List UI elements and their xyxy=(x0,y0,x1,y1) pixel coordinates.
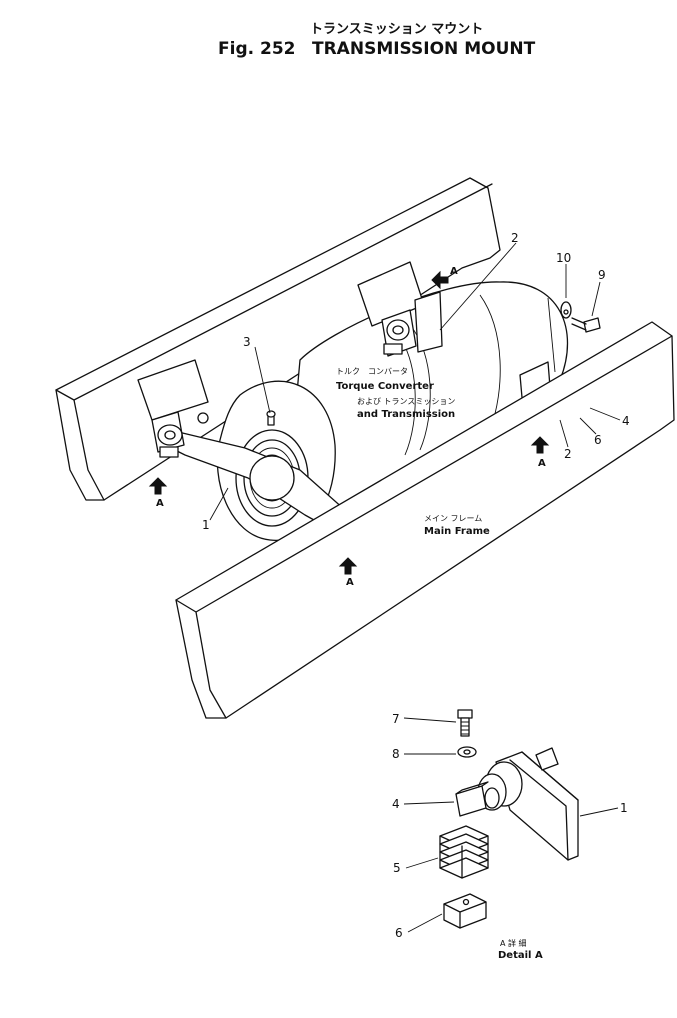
transmission-label: and Transmission xyxy=(357,409,455,420)
leader-1b xyxy=(579,807,619,817)
leader-9 xyxy=(591,281,601,317)
callout-9: 9 xyxy=(598,268,606,282)
mount-rear-center xyxy=(357,261,443,357)
callout-6-detail: 6 xyxy=(395,926,403,940)
washer-part-10 xyxy=(560,301,572,319)
callout-8: 8 xyxy=(392,747,400,761)
callout-6-main: 6 xyxy=(594,433,602,447)
transmission-label-jp: および トランスミッション xyxy=(357,397,455,406)
detail-shims-part-5 xyxy=(439,825,489,879)
main-frame-label: Main Frame xyxy=(424,526,490,537)
detail-a-caption-jp: A 詳 細 xyxy=(500,938,527,948)
leader-6a xyxy=(579,417,597,435)
callout-1-main: 1 xyxy=(202,518,210,532)
leader-5 xyxy=(405,857,439,869)
torque-converter-label-jp: トルク コンバータ xyxy=(336,367,408,376)
callout-7: 7 xyxy=(392,712,400,726)
leader-1a xyxy=(209,487,229,521)
title-japanese: トランスミッション マウント xyxy=(310,22,483,37)
detail-block-part-6 xyxy=(443,893,487,929)
callout-3: 3 xyxy=(243,335,251,349)
callout-4-main: 4 xyxy=(622,414,630,428)
leader-right-bracket xyxy=(547,297,556,373)
view-label-rear: A xyxy=(450,266,458,277)
view-label-left: A xyxy=(156,498,164,509)
leader-7 xyxy=(403,717,457,723)
mount-rear-left xyxy=(137,359,209,458)
leader-3 xyxy=(254,346,271,414)
leader-4a xyxy=(589,407,621,421)
view-label-front: A xyxy=(346,577,354,588)
view-arrow-left xyxy=(148,477,168,495)
view-arrow-front xyxy=(338,557,358,575)
leader-2a xyxy=(439,242,517,331)
view-label-right: A xyxy=(538,458,546,469)
view-arrow-right xyxy=(530,436,550,454)
callout-2-right: 2 xyxy=(564,447,572,461)
callout-4-detail: 4 xyxy=(392,797,400,811)
grease-fitting xyxy=(266,410,276,426)
detail-a-caption: Detail A xyxy=(498,950,543,961)
detail-bolt-part-7 xyxy=(457,709,473,737)
callout-10: 10 xyxy=(556,251,571,265)
leader-4b xyxy=(403,801,455,805)
detail-washer-part-8 xyxy=(457,746,477,758)
main-frame-label-jp: メイン フレーム xyxy=(424,514,482,523)
callout-2-rear: 2 xyxy=(511,231,519,245)
leader-2b xyxy=(559,419,569,448)
bolt-part-9 xyxy=(571,317,601,333)
torque-converter-label: Torque Converter xyxy=(336,381,434,392)
detail-a-assembly xyxy=(455,747,579,861)
figure-number: Fig. 252 xyxy=(218,39,295,59)
callout-5: 5 xyxy=(393,861,401,875)
leader-6b xyxy=(407,913,443,933)
front-frame-rail xyxy=(175,321,675,719)
callout-1-detail: 1 xyxy=(620,801,628,815)
figure-title: TRANSMISSION MOUNT xyxy=(312,39,536,59)
view-arrow-rear xyxy=(431,270,449,290)
